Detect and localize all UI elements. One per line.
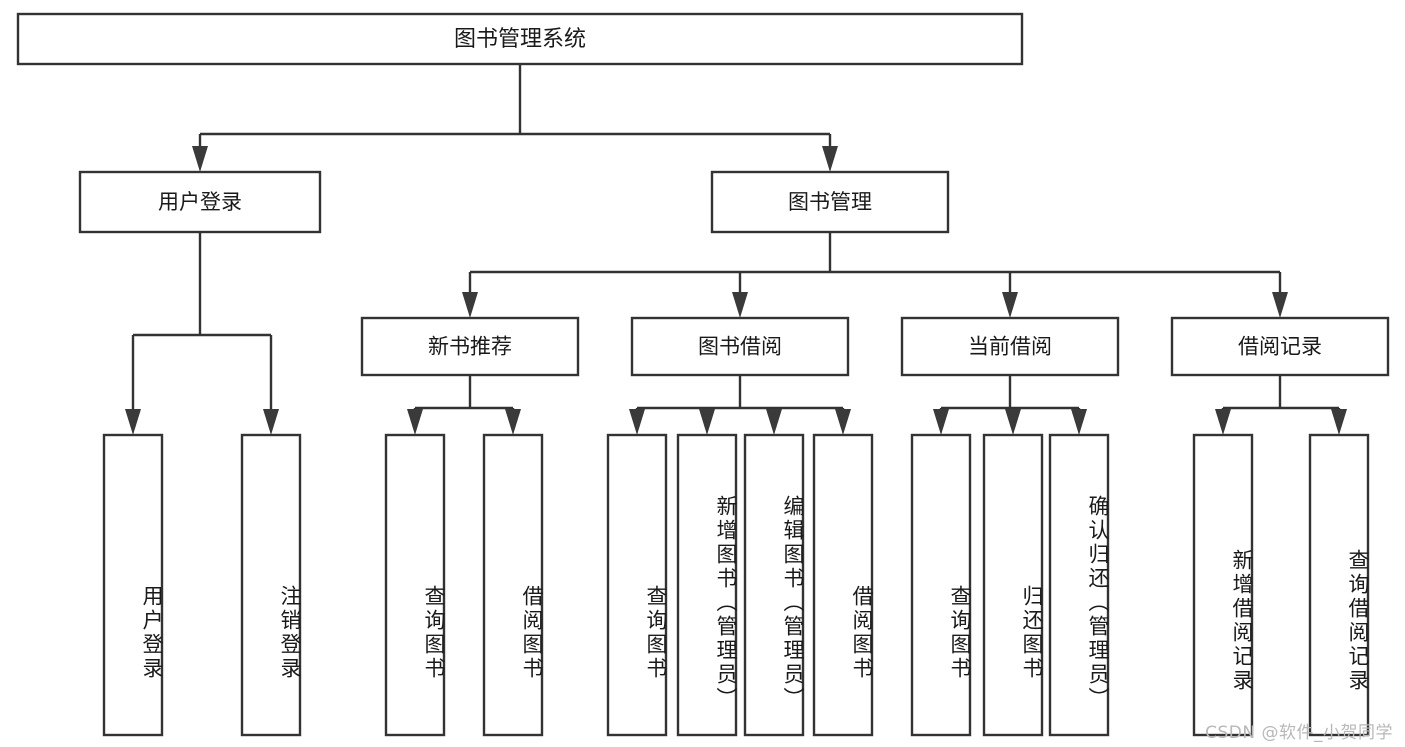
new-book-rec-to-leaves-arrow-1 [505,409,521,435]
level1-node-图书管理-label: 图书管理 [788,190,872,214]
leaf-node-12-查询借阅记录[interactable] [1308,433,1370,737]
level1-node-用户登录[interactable] [78,170,322,234]
level2-node-新书推荐-label: 新书推荐 [428,335,512,359]
boxes-layer [16,12,1390,737]
level1-node-用户登录-label: 用户登录 [158,190,242,214]
leaf-node-0-用户登录[interactable] [102,433,164,737]
current-borrow-to-leaves-arrow-2 [1071,409,1087,435]
book-borrow-to-leaves-arrow-1 [699,409,715,435]
root-node-book-management-system-label: 图书管理系统 [454,27,586,52]
level1-node-图书管理[interactable] [710,170,950,234]
leaf-node-3-借阅图书[interactable] [482,433,544,737]
leaf-node-5-新增图书管理员[interactable] [676,433,738,737]
watermark-text: CSDN @软件_小贺同学 [1205,723,1393,743]
root-node-book-management-system[interactable] [16,12,1024,66]
level2-node-图书借阅-label: 图书借阅 [698,335,782,359]
book-borrow-to-leaves-arrow-0 [629,409,645,435]
leaf-node-6-编辑图书管理员[interactable] [743,433,805,737]
new-book-rec-to-leaves-arrow-0 [407,409,423,435]
book-borrow-to-leaves-arrow-2 [766,409,782,435]
root-to-level1-arrow-0 [192,146,208,172]
leaf-node-2-查询图书[interactable] [384,433,446,737]
leaf-node-9-归还图书[interactable] [982,433,1044,737]
leaf-node-7-借阅图书[interactable] [812,433,874,737]
leaf-node-4-查询图书[interactable] [606,433,668,737]
current-borrow-to-leaves-arrow-0 [933,409,949,435]
current-borrow-to-leaves-arrow-1 [1005,409,1021,435]
level2-node-当前借阅[interactable] [900,316,1120,377]
borrow-record-to-leaves-arrow-0 [1215,409,1231,435]
root-to-level1-arrow-1 [822,146,838,172]
user-login-to-leaves-arrow-0 [125,409,141,435]
leaf-node-11-新增借阅记录[interactable] [1192,433,1254,737]
leaf-node-1-注销登录[interactable] [240,433,302,737]
user-login-to-leaves-arrow-1 [263,409,279,435]
connectors-layer [125,64,1347,435]
book-mgmt-to-level2-arrow-1 [732,292,748,318]
level2-node-借阅记录[interactable] [1170,316,1390,377]
level2-node-当前借阅-label: 当前借阅 [968,335,1052,359]
book-mgmt-to-level2-arrow-2 [1002,292,1018,318]
leaf-node-8-查询图书[interactable] [910,433,972,737]
level2-node-借阅记录-label: 借阅记录 [1238,335,1322,359]
book-mgmt-to-level2-arrow-0 [462,292,478,318]
level2-node-新书推荐[interactable] [360,316,580,377]
book-mgmt-to-level2-arrow-3 [1272,292,1288,318]
book-borrow-to-leaves-arrow-3 [835,409,851,435]
level2-node-图书借阅[interactable] [630,316,850,377]
borrow-record-to-leaves-arrow-1 [1331,409,1347,435]
leaf-node-10-确认归还管理员[interactable] [1048,433,1110,737]
